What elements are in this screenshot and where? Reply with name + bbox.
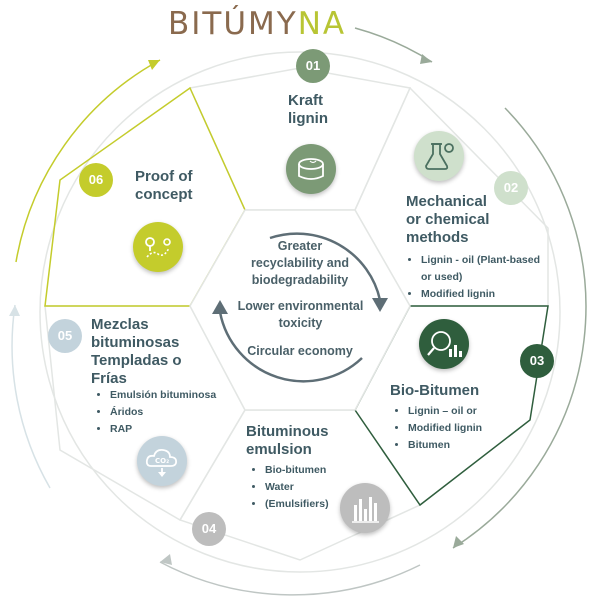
list-item: Modified lignin (421, 286, 553, 303)
stage-03-badge: 03 (520, 344, 554, 378)
list-item: Water (265, 479, 375, 496)
analytics-magnifier-icon (419, 319, 469, 369)
stage-05-title: Mezclas bituminosas Templadas o Frías (91, 316, 182, 387)
list-item: Bitumen (408, 437, 528, 454)
arrow-bottom-head (160, 554, 172, 565)
center-cycle-arrow-left (218, 311, 363, 383)
arrow-top-left-head (148, 60, 160, 70)
logo-sprout-icon: Y (276, 6, 298, 42)
stage-01-title: Kraft lignin (288, 92, 328, 127)
stage-04-badge: 04 (192, 512, 226, 546)
arrow-top-right (354, 27, 433, 63)
list-item: RAP (110, 421, 250, 438)
flask-gear-icon (414, 131, 464, 181)
list-item: (Emulsifiers) (265, 496, 375, 513)
stage-04-items: Bio-bitumen Water (Emulsifiers) (249, 462, 375, 512)
stage-06-title: Proof of concept (135, 168, 193, 203)
bar-chart-icon (340, 483, 390, 533)
outer-ring (39, 51, 561, 573)
arrow-left-head (9, 305, 20, 316)
arrow-right-head (453, 536, 464, 548)
route-map-icon (133, 222, 183, 272)
stage-05-items: Emulsión bituminosa Áridos RAP (94, 387, 250, 437)
arrow-left (11, 304, 51, 489)
center-cycle-arrow-left-head (212, 300, 228, 314)
bitumina-logo: BITÚMYNA (168, 6, 346, 42)
center-cycle-arrow-right (269, 232, 382, 301)
stage-05-badge: 05 (48, 319, 82, 353)
center-text-circular: Circular economy (247, 344, 353, 358)
stage-02-title: Mechanical or chemical methods (406, 193, 490, 246)
list-item: Emulsión bituminosa (110, 387, 250, 404)
center-text-toxicity: Lower environmental toxicity (237, 299, 364, 330)
logo-text-a: BITÚM (168, 6, 277, 42)
logo-text-b: NA (297, 6, 347, 42)
center-cycle-arrow-right-head (372, 298, 388, 312)
stage-06-badge: 06 (79, 163, 113, 197)
stage-01-badge: 01 (296, 49, 330, 83)
co2-cloud-icon: CO₂ (137, 436, 187, 486)
svg-text:CO₂: CO₂ (155, 457, 169, 465)
stage-04-title: Bituminous emulsion (246, 423, 329, 458)
log-icon (286, 144, 336, 194)
inner-hexagon (189, 209, 411, 411)
arrow-top-right-head (420, 54, 432, 64)
list-item: Bio-bitumen (265, 462, 375, 479)
list-item: Áridos (110, 404, 250, 421)
list-item: Lignin – oil or (408, 403, 528, 420)
arrow-bottom (159, 561, 421, 596)
stage-03-items: Lignin – oil or Modified lignin Bitumen (392, 403, 528, 453)
stage-02-items: Lignin - oil (Plant-based or used) Modif… (405, 252, 553, 302)
arrow-right (452, 107, 587, 549)
stage-02-badge: 02 (494, 171, 528, 205)
stage-03-title: Bio-Bitumen (390, 382, 480, 399)
center-text-recyclability: Greater recyclability and biodegradabili… (251, 239, 349, 287)
list-item: Lignin - oil (Plant-based or used) (421, 252, 553, 286)
arrow-top-left (15, 59, 161, 263)
list-item: Modified lignin (408, 420, 528, 437)
segment-06-outline (44, 86, 246, 307)
